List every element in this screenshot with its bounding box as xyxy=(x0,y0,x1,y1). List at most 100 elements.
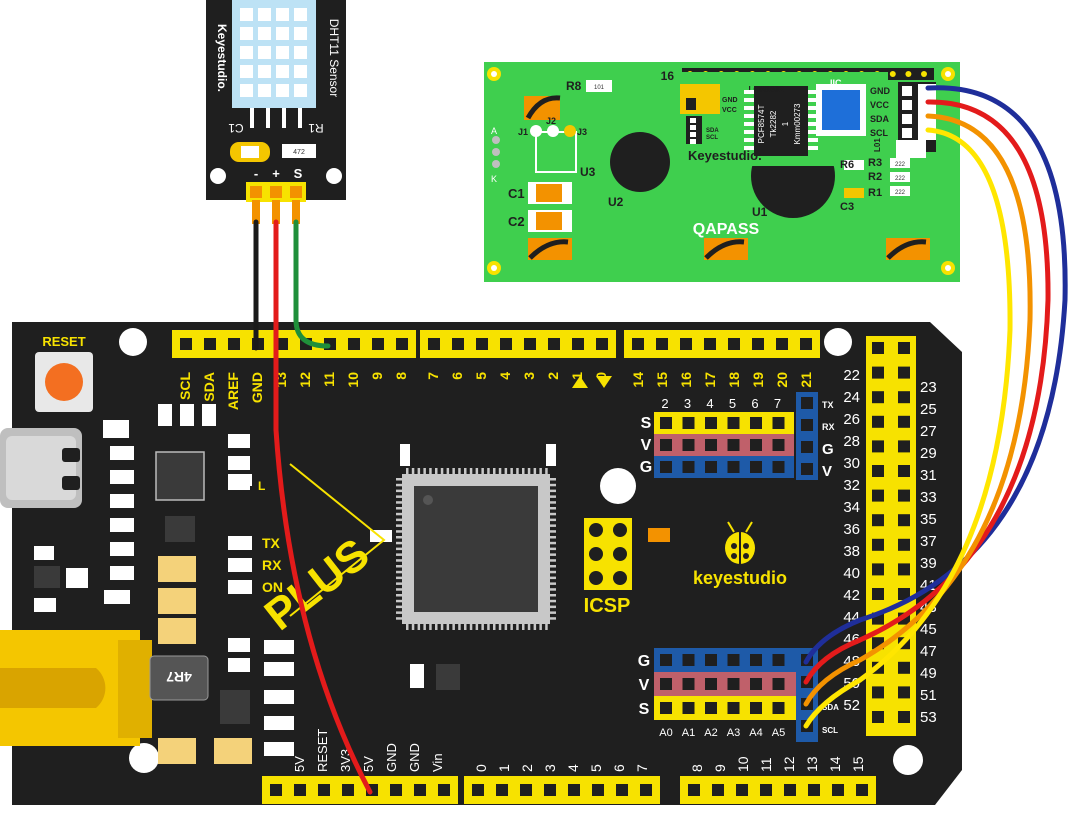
bottom-pin-label: 1 xyxy=(496,764,512,772)
header-pin[interactable] xyxy=(712,784,724,796)
right-pin-label: 33 xyxy=(920,489,937,506)
header-pin[interactable] xyxy=(390,784,402,796)
header-pin[interactable] xyxy=(476,338,488,350)
lcd-u2-label: U2 xyxy=(608,195,624,209)
header-pin[interactable] xyxy=(204,338,216,350)
lcd-gnd-pin-label: GND xyxy=(870,86,891,96)
header-pin[interactable] xyxy=(760,784,772,796)
svg-row-header[interactable] xyxy=(654,456,794,478)
wire-blue-gnd xyxy=(803,85,1068,665)
header-pin[interactable] xyxy=(348,338,360,350)
header-pin[interactable] xyxy=(832,784,844,796)
right-pin-label: 34 xyxy=(843,499,860,516)
lcd-c3-label: C3 xyxy=(840,201,854,213)
header-pin[interactable] xyxy=(632,338,644,350)
sensor-name: DHT11 Sensor xyxy=(327,19,341,97)
i2c-chip xyxy=(754,86,808,156)
header-pin[interactable] xyxy=(784,784,796,796)
header-pin[interactable] xyxy=(572,338,584,350)
header-pin[interactable] xyxy=(680,338,692,350)
header-pin[interactable] xyxy=(520,784,532,796)
top-pin-label: 15 xyxy=(654,372,670,388)
mega-plus-board: RESET xyxy=(0,322,962,805)
analog-row-label: V xyxy=(639,677,650,694)
header-pin[interactable] xyxy=(688,784,700,796)
right-pin-label: 37 xyxy=(920,533,937,550)
bottom-right-header[interactable] xyxy=(680,776,876,804)
header-pin[interactable] xyxy=(276,338,288,350)
top-pin-label: AREF xyxy=(225,372,241,411)
icsp-header[interactable] xyxy=(584,518,632,590)
header-pin[interactable] xyxy=(500,338,512,350)
lcd-j3-label: J3 xyxy=(577,127,587,137)
power-pin-label: GND xyxy=(384,743,399,772)
header-pin[interactable] xyxy=(800,338,812,350)
reset-button[interactable] xyxy=(35,352,93,412)
lcd-res-code-2: 222 xyxy=(895,176,906,182)
header-pin[interactable] xyxy=(342,784,354,796)
header-pin[interactable] xyxy=(596,338,608,350)
lcd-a-label: A xyxy=(491,126,497,136)
sensor-pin-header[interactable] xyxy=(246,182,306,202)
lcd-i2c-header[interactable] xyxy=(896,82,936,158)
pin-headers xyxy=(172,330,916,804)
uart-v-label: V xyxy=(822,463,832,480)
header-pin[interactable] xyxy=(736,784,748,796)
header-pin[interactable] xyxy=(428,338,440,350)
uart-rx-label: RX xyxy=(822,422,835,432)
svg-row-header[interactable] xyxy=(654,434,794,456)
header-pin[interactable] xyxy=(616,784,628,796)
header-pin[interactable] xyxy=(318,784,330,796)
header-pin[interactable] xyxy=(228,338,240,350)
right-pin-label: 39 xyxy=(920,555,937,572)
bottom-mid-header[interactable] xyxy=(464,776,660,804)
analog-row-header[interactable] xyxy=(654,648,796,672)
right-double-header[interactable] xyxy=(866,336,916,736)
right-pin-label: 40 xyxy=(843,565,860,582)
analog-col-label: A3 xyxy=(727,727,740,739)
header-pin[interactable] xyxy=(856,784,868,796)
analog-row-header[interactable] xyxy=(654,696,796,720)
top-left-header[interactable] xyxy=(172,330,416,358)
analog-row-header[interactable] xyxy=(654,672,796,696)
header-pin[interactable] xyxy=(472,784,484,796)
usb-c-port[interactable] xyxy=(0,428,82,508)
svg-col-label: 6 xyxy=(751,396,758,411)
dc-power-jack[interactable] xyxy=(0,630,152,746)
wire-red-vcc-lcd xyxy=(803,99,1051,685)
header-pin[interactable] xyxy=(372,338,384,350)
backpack-resistors xyxy=(844,158,910,198)
header-pin[interactable] xyxy=(524,338,536,350)
svg-row-header[interactable] xyxy=(654,412,794,434)
top-mid-header[interactable] xyxy=(420,330,616,358)
header-pin[interactable] xyxy=(414,784,426,796)
svg-row-label: G xyxy=(640,459,652,476)
header-pin[interactable] xyxy=(640,784,652,796)
header-pin[interactable] xyxy=(656,338,668,350)
header-pin[interactable] xyxy=(544,784,556,796)
top-right-header[interactable] xyxy=(624,330,820,358)
lcd-scl-pin-label: SCL xyxy=(870,128,889,138)
top-pin-label: 5 xyxy=(473,372,489,380)
header-pin[interactable] xyxy=(568,784,580,796)
lcd-r8-code: 101 xyxy=(594,85,605,91)
header-pin[interactable] xyxy=(396,338,408,350)
header-pin[interactable] xyxy=(452,338,464,350)
uart-header[interactable] xyxy=(796,392,818,480)
header-pin[interactable] xyxy=(270,784,282,796)
header-pin[interactable] xyxy=(294,784,306,796)
header-pin[interactable] xyxy=(180,338,192,350)
header-pin[interactable] xyxy=(808,784,820,796)
atmega2560-chip xyxy=(402,474,550,624)
header-pin[interactable] xyxy=(752,338,764,350)
header-pin[interactable] xyxy=(728,338,740,350)
header-pin[interactable] xyxy=(438,784,450,796)
power-header[interactable] xyxy=(262,776,458,804)
header-pin[interactable] xyxy=(704,338,716,350)
smd-components xyxy=(34,404,556,756)
header-pin[interactable] xyxy=(592,784,604,796)
header-pin[interactable] xyxy=(496,784,508,796)
header-pin[interactable] xyxy=(548,338,560,350)
header-pin[interactable] xyxy=(776,338,788,350)
